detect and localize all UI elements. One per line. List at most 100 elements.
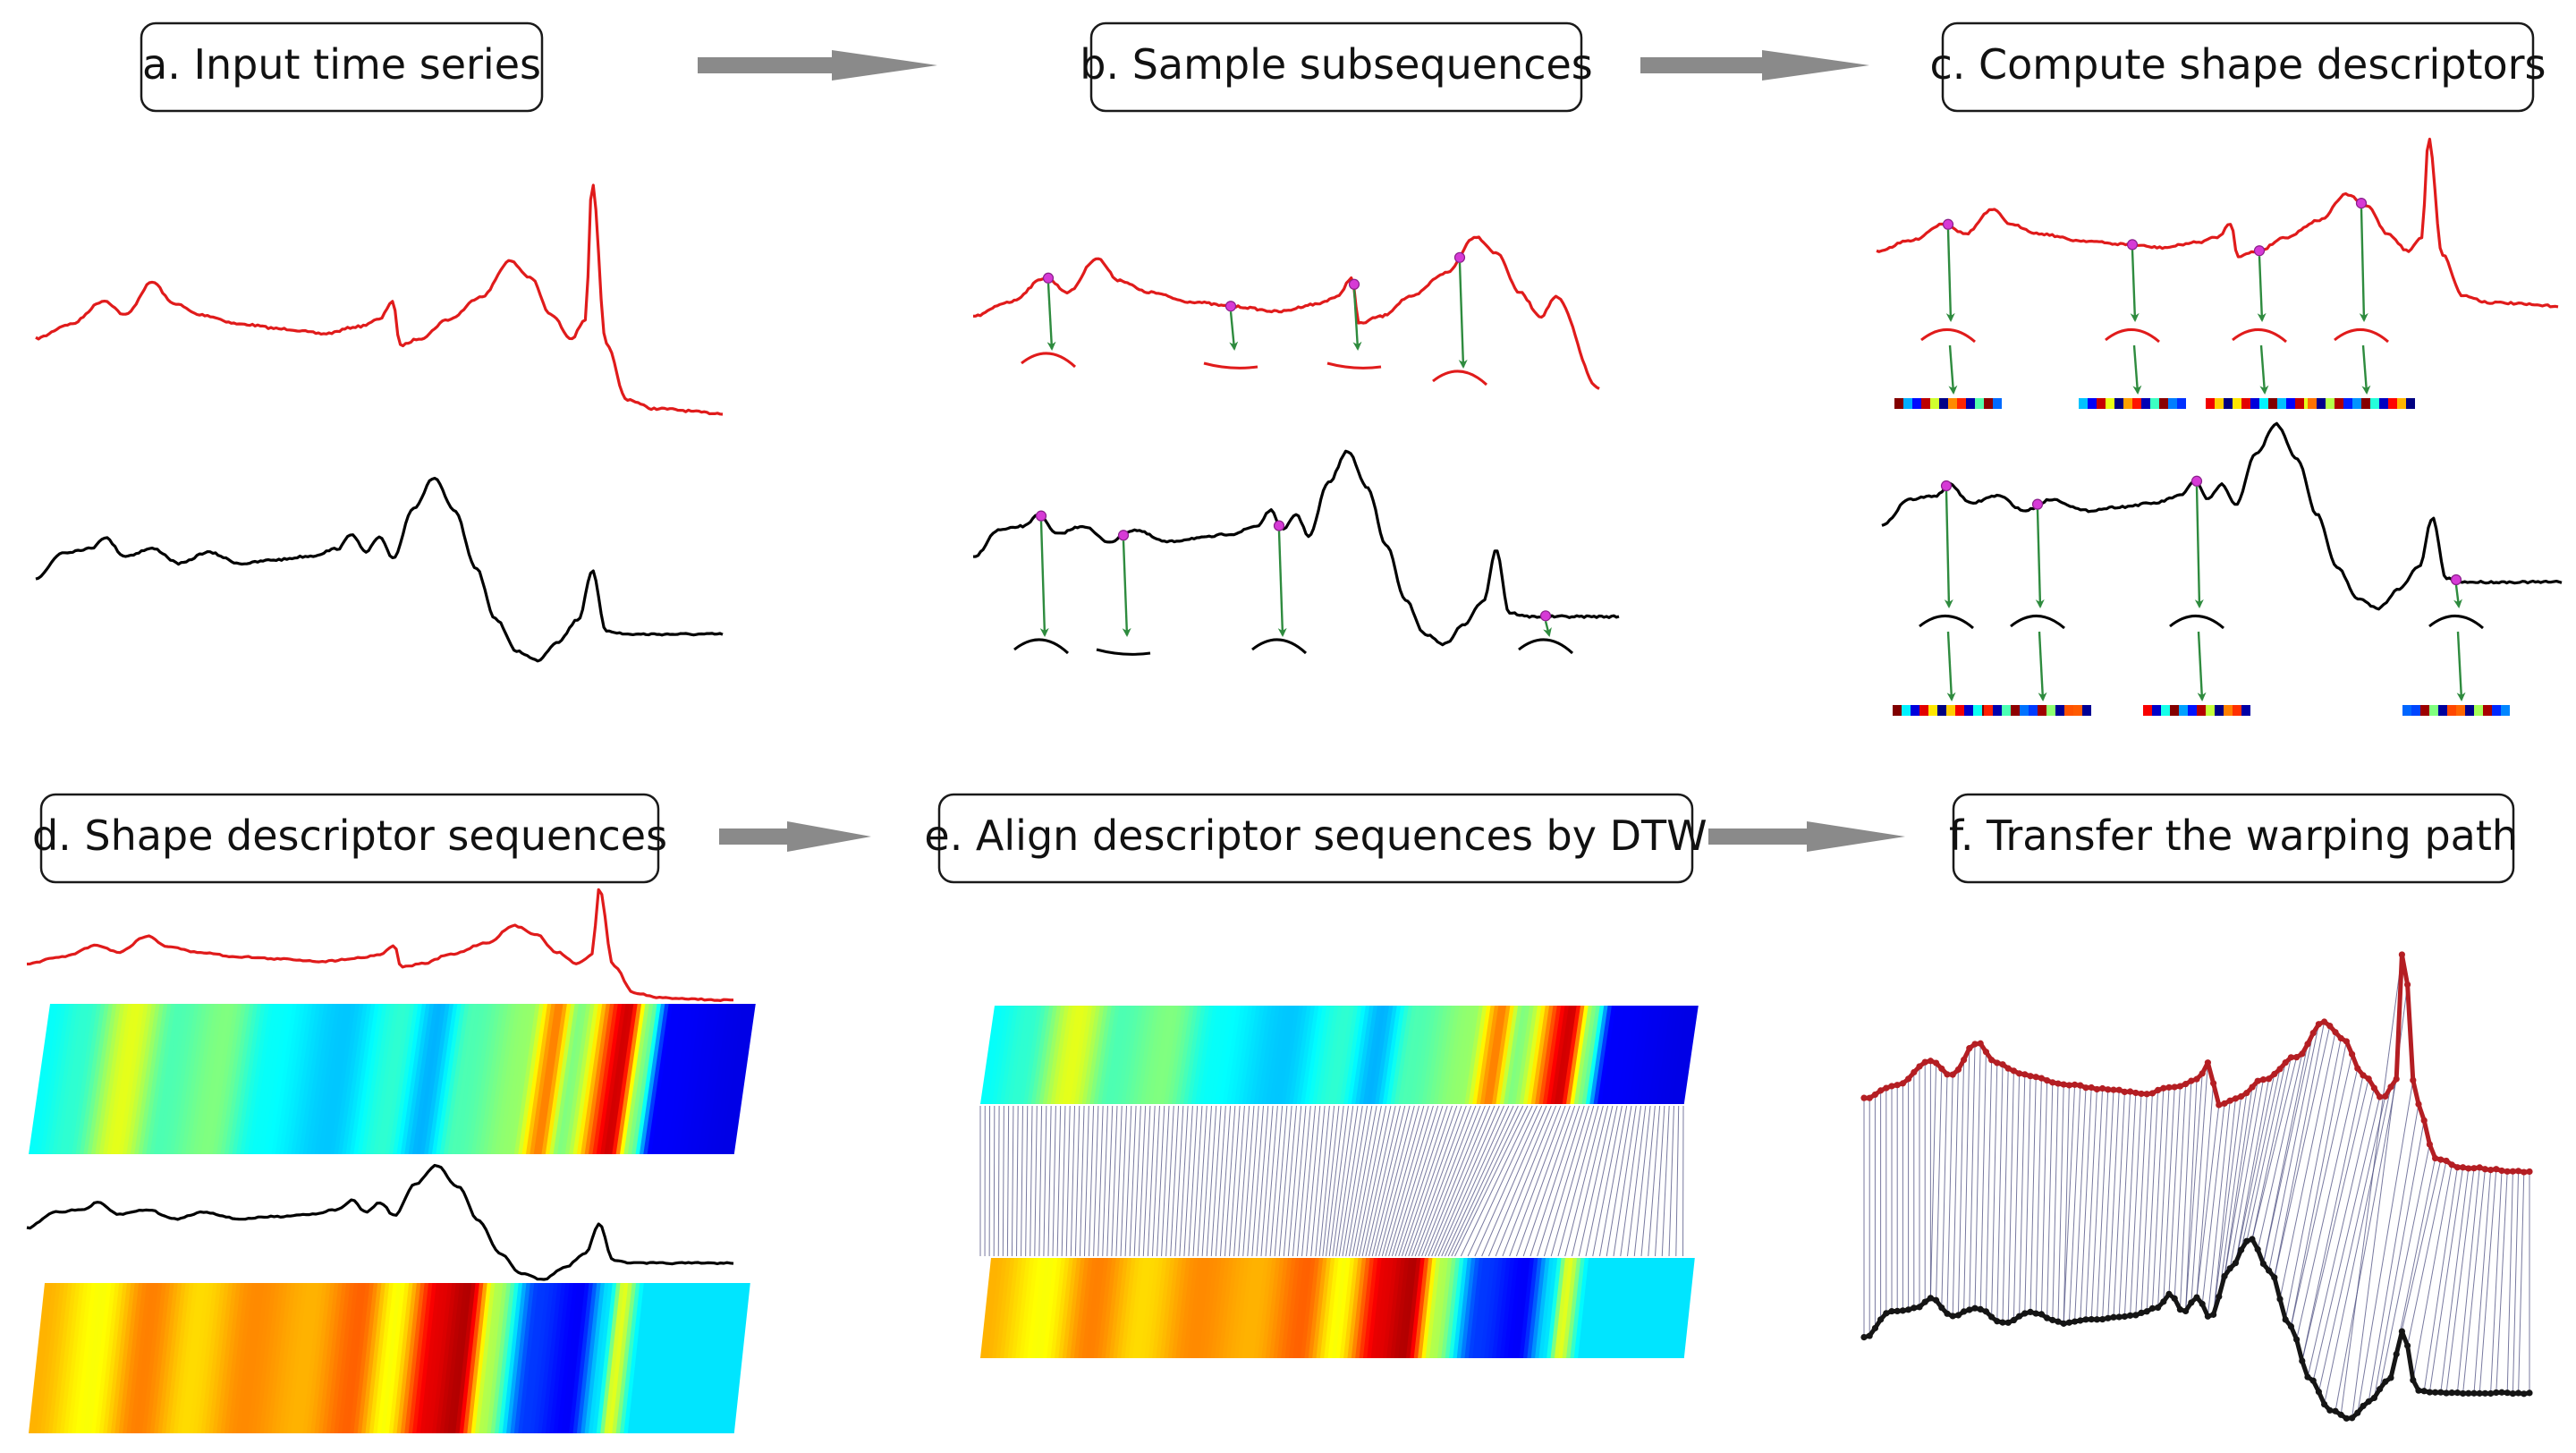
heatmap-cell (236, 1283, 258, 1433)
series-1-point (2266, 1075, 2273, 1083)
heatmap-cell (1167, 1006, 1187, 1104)
heatmap-cell (666, 1004, 693, 1154)
warping-line (997, 1105, 1000, 1257)
panel-b-label: b. Sample subsequences (1080, 40, 1593, 89)
heatmap-cell (177, 1004, 204, 1154)
heatmap-cell (1456, 1258, 1472, 1358)
heatmap-cell (1030, 1258, 1046, 1358)
panel-e-label: e. Align descriptor sequences by DTW (924, 811, 1707, 860)
heatmap-cell (369, 1283, 391, 1433)
heatmap-cell (996, 1006, 1015, 1104)
warping-line (2473, 1169, 2492, 1394)
heatmap-cell (1004, 1006, 1023, 1104)
heatmap-cell (1284, 1006, 1304, 1104)
warping-line (2324, 1086, 2392, 1405)
heatmap-cell (1281, 1006, 1301, 1104)
heatmap-cell (502, 1283, 523, 1433)
warping-line (1929, 1063, 1937, 1298)
warping-line (1460, 1105, 1533, 1257)
series-1-point (2349, 1050, 2356, 1058)
heatmap-cell (1073, 1006, 1093, 1104)
heatmap-cell (419, 1004, 446, 1154)
heatmap-cell (1347, 1006, 1367, 1104)
heatmap-cell (643, 1283, 665, 1433)
series-1-point (2049, 1079, 2056, 1086)
heatmap-cell (424, 1004, 451, 1154)
heatmap-cell (95, 1004, 122, 1154)
sample-point-icon (1224, 301, 1237, 312)
heatmap-cell (1640, 1006, 1660, 1104)
descriptor-cell (2438, 705, 2447, 716)
series-1-point (2077, 1082, 2084, 1089)
heatmap-cell (1292, 1006, 1312, 1104)
heatmap-cell (1492, 1006, 1512, 1104)
heatmap-cell (1351, 1006, 1370, 1104)
warping-line (1421, 1105, 1481, 1257)
heatmap-cell (1187, 1006, 1207, 1104)
series-1-point (2193, 1075, 2200, 1083)
warping-line (1648, 1105, 1661, 1257)
series-1-point (2210, 1080, 2217, 1087)
heatmap-cell (29, 1004, 55, 1154)
warping-line (1238, 1105, 1250, 1257)
heatmap-cell (1101, 1258, 1117, 1358)
series-1-point (1866, 1094, 1873, 1101)
warping-line (1097, 1105, 1104, 1257)
series-1-point (2321, 1018, 2328, 1025)
heatmap-cell (1199, 1258, 1215, 1358)
heatmap-cell (1504, 1006, 1523, 1104)
heatmap-cell (310, 1004, 337, 1154)
heatmap-cell (1511, 1006, 1531, 1104)
heatmap-cell (134, 1004, 161, 1154)
series-1-point (2370, 1084, 2377, 1092)
heatmap-cell (549, 1004, 576, 1154)
warping-line (1550, 1105, 1595, 1257)
warping-line (1543, 1105, 1589, 1257)
heatmap-cell (1164, 1006, 1183, 1104)
heatmap-cell (682, 1283, 704, 1433)
descriptor-cell (2492, 705, 2501, 716)
heatmap-cell (1515, 1006, 1535, 1104)
warping-line (1613, 1105, 1637, 1257)
warping-line (1093, 1105, 1099, 1257)
descriptor-cell (2343, 398, 2352, 409)
heatmap-cell (169, 1004, 196, 1154)
warping-line (2196, 1083, 2215, 1298)
heatmap-cell (263, 1283, 284, 1433)
heatmap-cell (134, 1283, 156, 1433)
heatmap-cell (1097, 1258, 1114, 1358)
series-1-point (2526, 1168, 2533, 1176)
descriptor-cell (2397, 398, 2406, 409)
heatmap-cell (396, 1283, 418, 1433)
heatmap-cell (1312, 1006, 1332, 1104)
heatmap-cell (1527, 1258, 1543, 1358)
series-1-point (2404, 981, 2411, 989)
warping-line (1102, 1105, 1108, 1257)
heatmap-cell (470, 1004, 497, 1154)
heatmap-cell (572, 1004, 599, 1154)
heatmap-cell (1054, 1006, 1074, 1104)
series-2-point (2370, 1394, 2377, 1402)
series-1-curve (35, 183, 724, 416)
warping-line (2068, 1085, 2081, 1323)
heatmap-cell (373, 1283, 394, 1433)
warping-line (2296, 1068, 2359, 1340)
series-2-point (2038, 1311, 2045, 1318)
heatmap-cell (596, 1283, 617, 1433)
warping-line (1668, 1105, 1674, 1257)
heatmap-cell (224, 1004, 251, 1154)
heatmap-cell (130, 1283, 151, 1433)
heatmap-cell (123, 1283, 144, 1433)
heatmap-cell (635, 1283, 657, 1433)
heatmap-cell (114, 1004, 141, 1154)
heatmap-cell (1241, 1258, 1258, 1358)
warping-line (1322, 1105, 1340, 1257)
warping-line (2357, 1080, 2414, 1414)
warping-line (2279, 1032, 2336, 1300)
heatmap-cell (149, 1004, 176, 1154)
heatmap-cell (412, 1283, 434, 1433)
warping-line (1640, 1105, 1656, 1257)
heatmap-cell (1245, 1006, 1266, 1104)
heatmap-cell (267, 1004, 294, 1154)
series-1-point (2010, 1067, 2017, 1075)
